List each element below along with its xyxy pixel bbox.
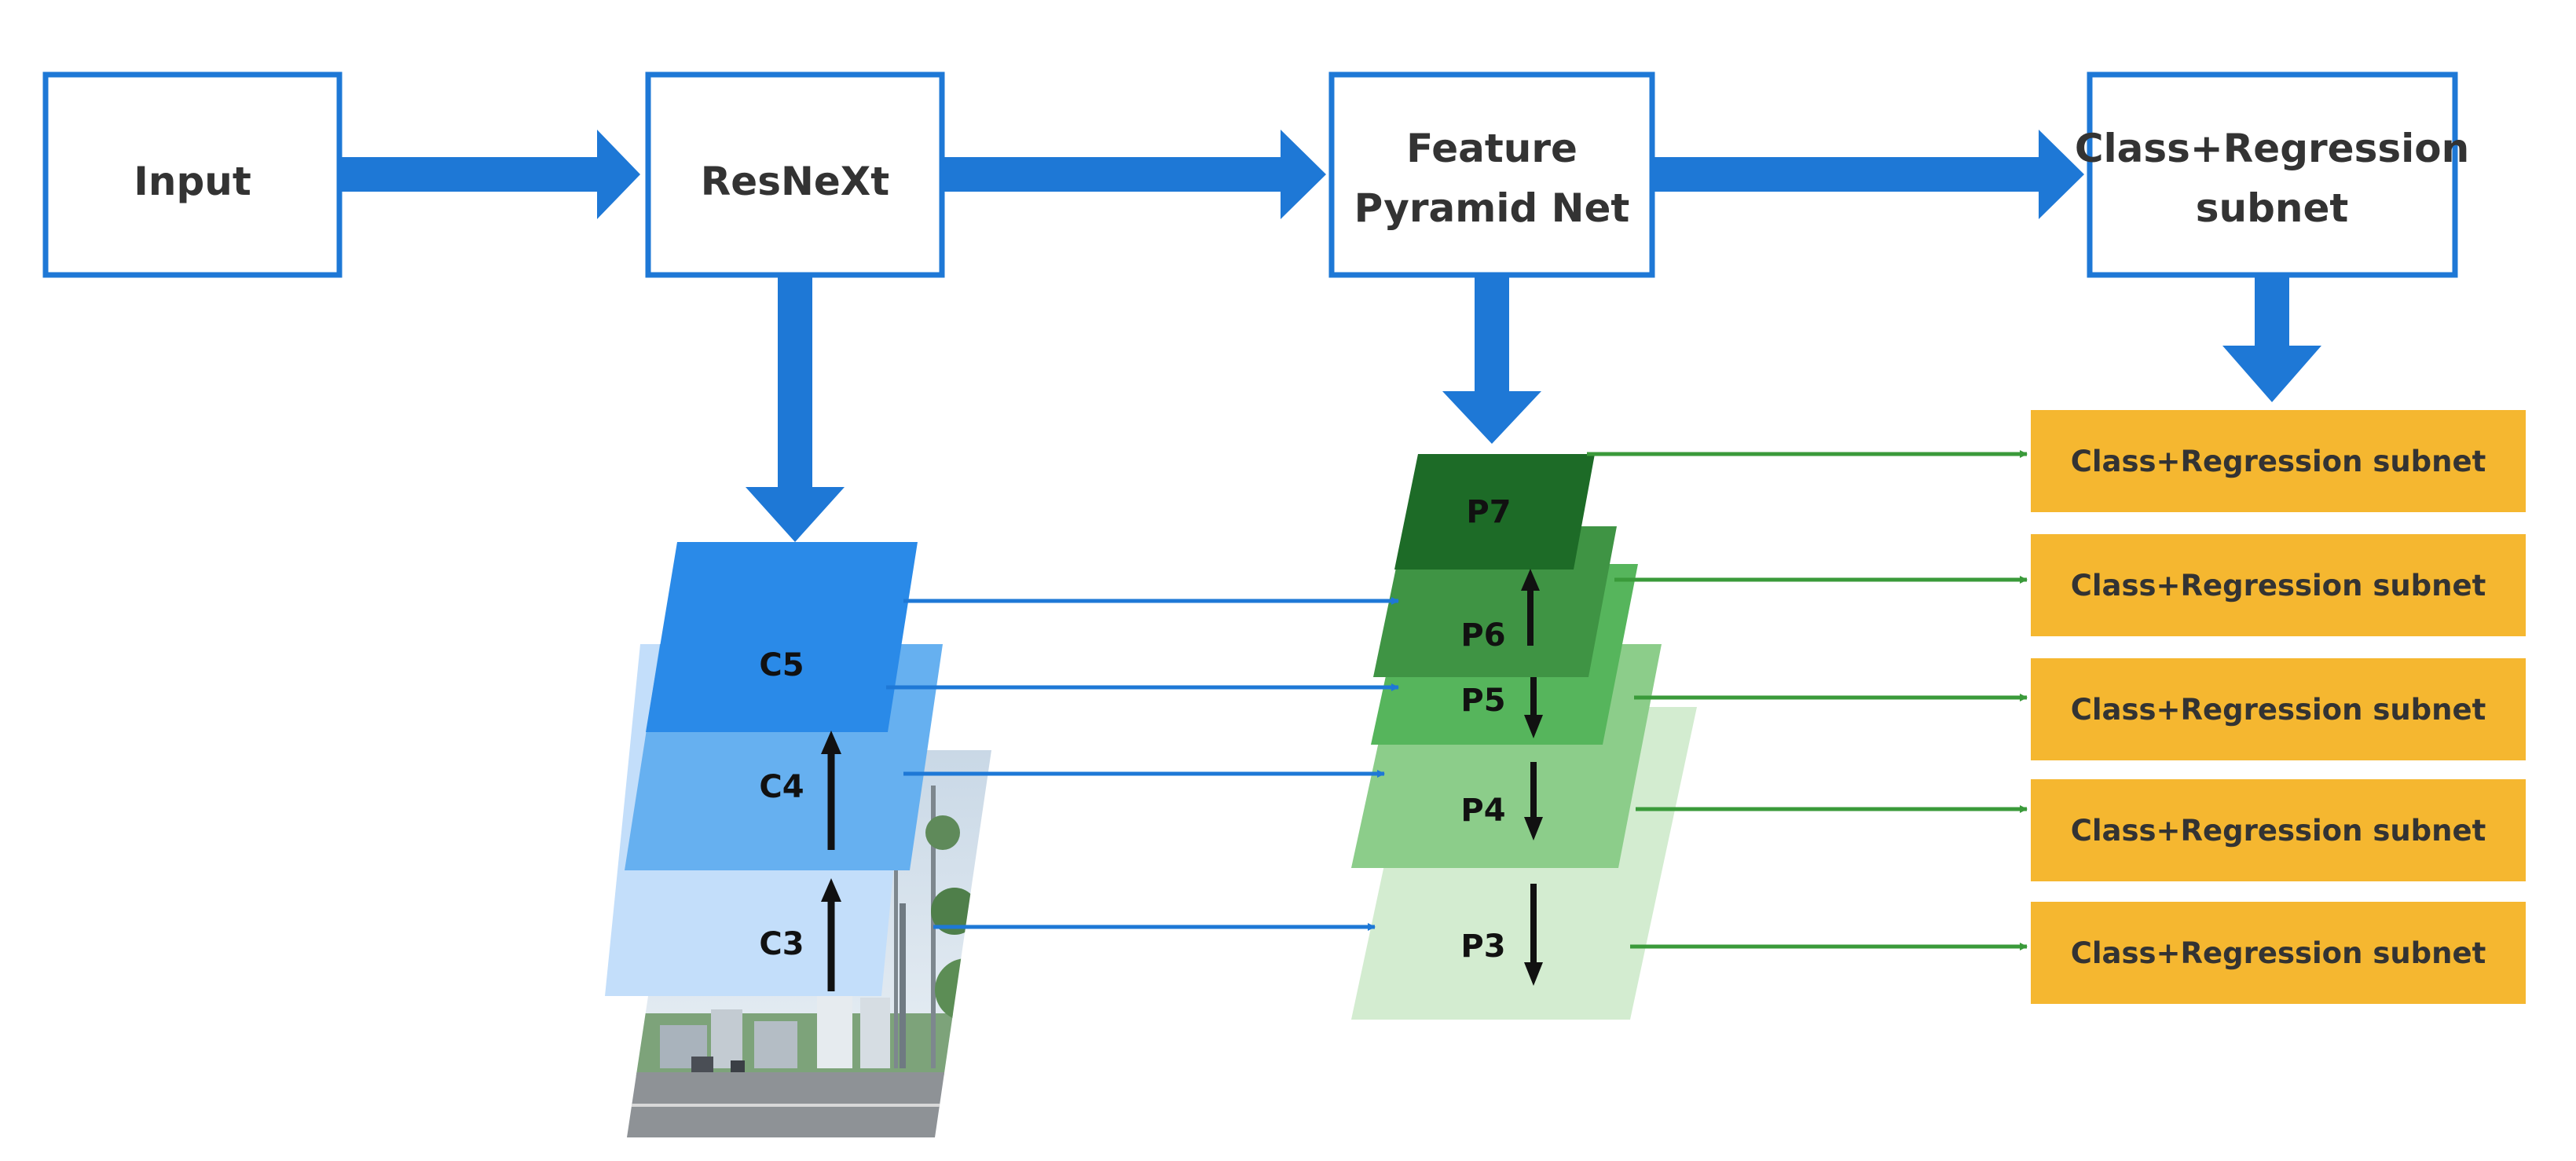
- arrow-resnext-to-fpn: [942, 130, 1326, 219]
- p7-layer: [1394, 454, 1595, 570]
- arrow-fpn-down: [1442, 275, 1541, 444]
- p5-label: P5: [1460, 683, 1505, 719]
- c3-label: C3: [759, 926, 804, 962]
- resnext-box: [645, 71, 945, 278]
- down-arrow-p4-head: [1524, 817, 1543, 841]
- c4-label: C4: [759, 769, 804, 805]
- subnet-top-box: [2087, 71, 2458, 278]
- c5-layer: [646, 542, 918, 732]
- fpn-label-line2: Pyramid Net: [1354, 185, 1630, 231]
- p4-label: P4: [1460, 793, 1505, 829]
- subnet-box-3: [2031, 658, 2526, 760]
- up-arrow-c4-head: [821, 731, 841, 754]
- subnet-box-1: [2031, 410, 2526, 512]
- up-arrow-c3-head: [821, 878, 841, 902]
- down-arrow-p5-head: [1524, 715, 1543, 738]
- p3-label: P3: [1460, 928, 1505, 965]
- c5-label: C5: [759, 647, 804, 683]
- subnet-box-4: [2031, 779, 2526, 881]
- arrow-fpn-to-subnet: [1652, 130, 2084, 219]
- fpn-label-line1: Feature: [1406, 126, 1577, 171]
- down-arrow-p3-head: [1524, 962, 1543, 986]
- up-arrow-p6-head: [1521, 569, 1540, 591]
- arrow-subnet-down: [2222, 275, 2321, 402]
- subnet-label-4: Class+Regression subnet: [2071, 814, 2486, 848]
- subnet-top-label-line2: subnet: [2196, 185, 2349, 231]
- subnet-label-1: Class+Regression subnet: [2071, 445, 2486, 478]
- arrow-resnext-down: [746, 275, 845, 542]
- resnext-label: ResNeXt: [701, 159, 889, 204]
- fpn-box: [1328, 71, 1655, 278]
- subnet-top-label-line1: Class+Regression: [2075, 126, 2469, 171]
- subnet-box-5: [2031, 902, 2526, 1004]
- subnet-box-2: [2031, 534, 2526, 636]
- subnet-label-2: Class+Regression subnet: [2071, 569, 2486, 602]
- subnet-label-5: Class+Regression subnet: [2071, 936, 2486, 970]
- p7-label: P7: [1466, 494, 1511, 530]
- subnet-label-3: Class+Regression subnet: [2071, 693, 2486, 727]
- arrow-input-to-resnext: [339, 130, 640, 219]
- input-box: [42, 71, 343, 278]
- p6-label: P6: [1460, 617, 1505, 654]
- input-label: Input: [134, 159, 251, 204]
